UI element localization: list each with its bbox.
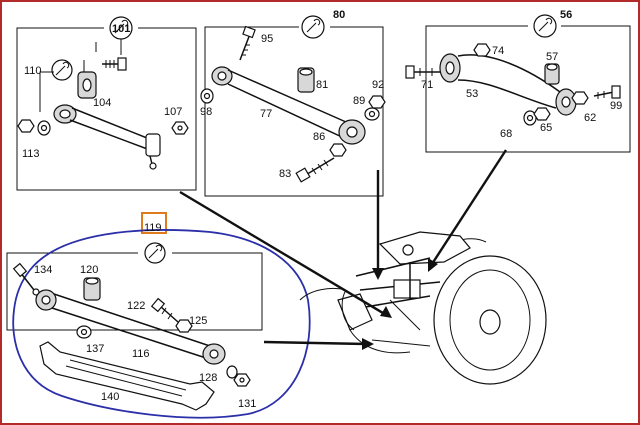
label-81: 81	[316, 79, 328, 91]
label-134: 134	[34, 264, 52, 276]
bushing-120	[83, 277, 101, 301]
label-77: 77	[260, 108, 272, 120]
bolt-134	[12, 262, 40, 296]
callout-56: 56	[560, 9, 572, 21]
wrench-icon	[301, 15, 325, 39]
label-131: 131	[238, 398, 256, 410]
label-99: 99	[610, 100, 622, 112]
label-107: 107	[164, 106, 182, 118]
arrowhead	[372, 268, 384, 280]
label-57: 57	[546, 51, 558, 63]
nut-125	[175, 319, 193, 333]
label-65: 65	[540, 122, 552, 134]
arm-116-assembly	[35, 289, 226, 365]
callout-80: 80	[333, 9, 345, 21]
arrow-top-left	[179, 190, 389, 318]
panel-top-right	[425, 25, 631, 153]
label-104: 104	[93, 97, 111, 109]
nut-62	[571, 91, 589, 105]
highlight-box-119	[141, 212, 167, 234]
washer-98	[200, 88, 214, 104]
label-122: 122	[127, 300, 145, 312]
arrow-top-right	[430, 149, 508, 265]
label-110: 110	[24, 65, 42, 77]
label-128: 128	[199, 372, 217, 384]
label-83: 83	[279, 168, 291, 180]
washer-89	[364, 107, 380, 121]
bushing-81	[297, 67, 315, 93]
bushing-57	[544, 63, 560, 85]
bolt-122	[150, 297, 179, 323]
hand-drawn-circle	[12, 229, 311, 419]
bolt-95	[239, 25, 256, 61]
label-53: 53	[466, 88, 478, 100]
label-116: 116	[132, 348, 150, 360]
bolt-99	[593, 85, 621, 99]
callout-119: 119	[144, 222, 162, 234]
arrowhead	[380, 306, 392, 318]
label-89: 89	[353, 95, 365, 107]
panel-bottom-left	[6, 252, 263, 331]
nut-65	[533, 107, 551, 121]
bolt-83	[295, 157, 335, 183]
wheel-hub-assembly	[299, 231, 547, 385]
label-125: 125	[189, 315, 207, 327]
nut-92	[368, 95, 386, 109]
label-68: 68	[500, 128, 512, 140]
label-120: 120	[80, 264, 98, 276]
bolt-110	[102, 57, 127, 71]
label-113: 113	[22, 148, 40, 160]
arrowhead	[362, 338, 374, 350]
label-62: 62	[584, 112, 596, 124]
nut-107	[171, 121, 189, 135]
cover-140	[39, 341, 215, 411]
panel-top-middle	[204, 26, 384, 197]
nut-131	[233, 373, 251, 387]
label-137: 137	[86, 343, 104, 355]
wrench-icon	[51, 59, 73, 81]
label-86: 86	[313, 131, 325, 143]
label-92: 92	[372, 79, 384, 91]
wrench-icon	[533, 14, 557, 38]
arm-53-assembly	[439, 53, 577, 116]
panel-top-left	[16, 27, 197, 191]
washer-68	[523, 110, 537, 126]
wrench-icon	[144, 242, 166, 264]
washer-137	[76, 325, 92, 339]
label-71: 71	[421, 79, 433, 91]
arrow-bottom	[263, 340, 367, 346]
nut-86	[329, 143, 347, 157]
callout-101: 101	[112, 23, 130, 35]
label-95: 95	[261, 33, 273, 45]
arm-104-107-assembly	[53, 104, 161, 170]
bushing-104	[77, 71, 97, 99]
label-74: 74	[492, 45, 504, 57]
label-98: 98	[200, 106, 212, 118]
washer-128	[226, 365, 238, 379]
nut-74	[473, 43, 491, 57]
arm-77-assembly	[211, 66, 366, 145]
label-140: 140	[101, 391, 119, 403]
arrowhead	[428, 258, 438, 272]
nut-113	[17, 119, 51, 136]
